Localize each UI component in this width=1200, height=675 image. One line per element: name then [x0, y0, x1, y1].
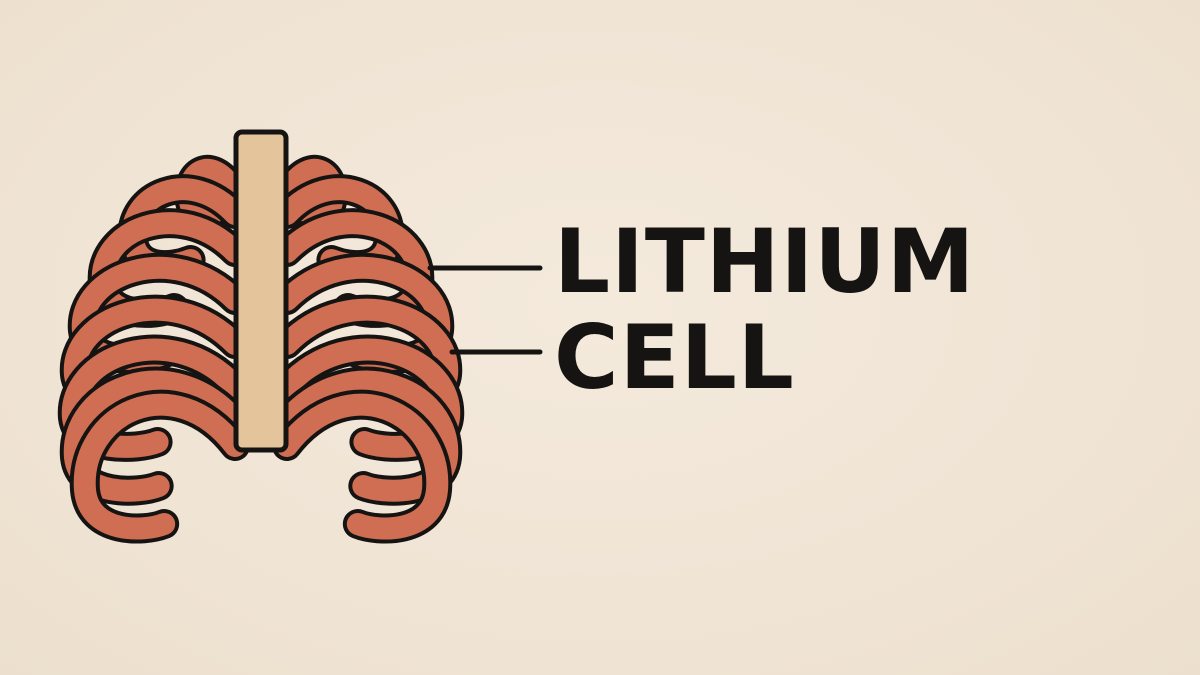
label-cell: CELL — [554, 306, 795, 409]
rib-right-7 — [276, 370, 459, 502]
rib-left-6 — [61, 338, 246, 458]
rib-right-6 — [276, 338, 461, 458]
rib-right-8 — [276, 393, 449, 540]
sternum — [233, 129, 289, 453]
ribs-group — [57, 154, 465, 544]
rib-left-7 — [63, 370, 246, 502]
label-lithium: LITHIUM — [554, 210, 976, 313]
rib-left-8 — [73, 393, 246, 540]
